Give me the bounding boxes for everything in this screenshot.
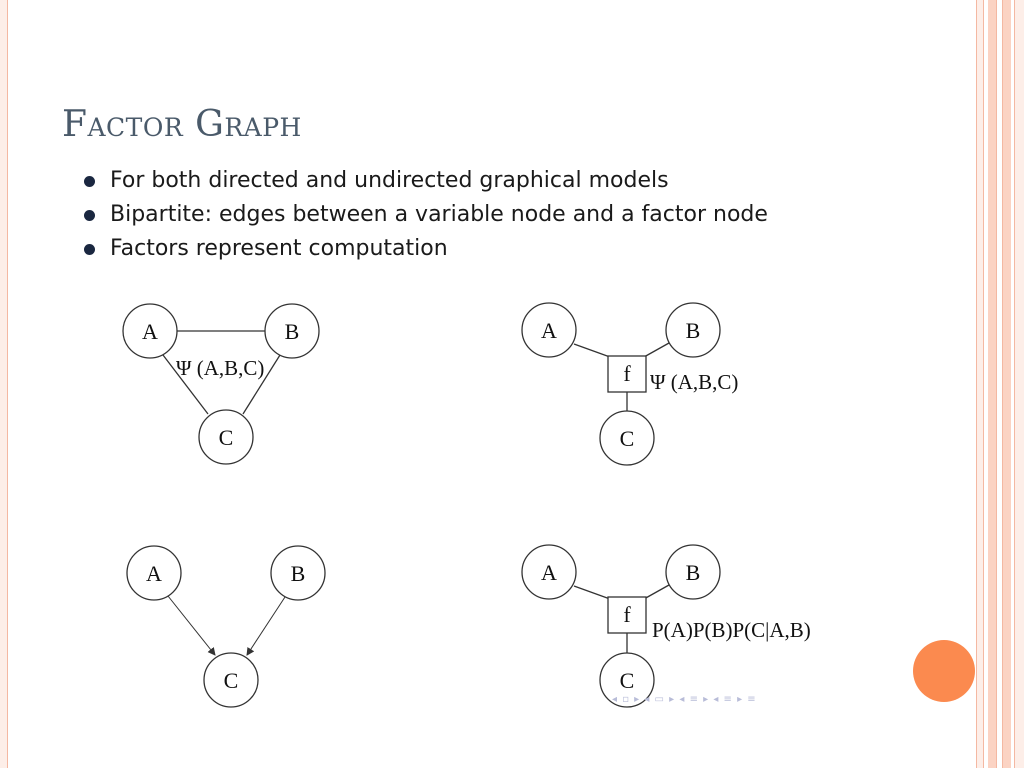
node-b	[270, 545, 326, 601]
decorative-orange-circle	[913, 640, 975, 702]
node-b-label: B	[686, 318, 701, 343]
node-a-label: A	[146, 561, 162, 586]
node-c	[599, 410, 655, 466]
beamer-navigation-icons[interactable]: ◂ ▫ ▸ ◂ ▭ ▸ ◂ ≡ ▸ ◂ ≡ ▸ ≡	[612, 694, 757, 705]
node-b-label: B	[686, 560, 701, 585]
bullet-list: For both directed and undirected graphic…	[84, 164, 768, 266]
node-b-label: B	[291, 561, 306, 586]
factor-function-label: Ψ (A,B,C)	[650, 370, 738, 394]
node-c	[599, 652, 655, 708]
node-c-label: C	[620, 668, 635, 693]
node-c-label: C	[219, 425, 234, 450]
node-b	[665, 544, 721, 600]
node-b-label: B	[285, 319, 300, 344]
node-c-label: C	[620, 426, 635, 451]
edge-a-f	[573, 343, 611, 358]
edge-b-f	[643, 342, 670, 358]
node-a-label: A	[541, 318, 557, 343]
node-a	[126, 545, 182, 601]
bullet-item: For both directed and undirected graphic…	[84, 164, 768, 198]
node-a	[521, 544, 577, 600]
bullet-dot-icon	[84, 244, 95, 255]
page-title: Factor Graph	[62, 104, 302, 145]
bullet-dot-icon	[84, 210, 95, 221]
edge-b-c	[242, 354, 281, 415]
factor-node	[607, 596, 647, 634]
factor-label: f	[623, 602, 631, 627]
node-b	[665, 302, 721, 358]
edge-a-c-arrow	[167, 595, 216, 656]
factor-graph-bottom: A B C f P(A)P(B)P(C|A,B)	[521, 544, 811, 708]
bullet-text: Bipartite: edges between a variable node…	[110, 202, 768, 227]
node-a	[122, 303, 178, 359]
bullet-item: Factors represent computation	[84, 232, 768, 266]
node-c	[198, 409, 254, 465]
bullet-item: Bipartite: edges between a variable node…	[84, 198, 768, 232]
node-c-label: C	[224, 668, 239, 693]
directed-graph: A B C	[126, 545, 326, 708]
factor-node	[607, 355, 647, 393]
bullet-text: For both directed and undirected graphic…	[110, 168, 669, 193]
node-a-label: A	[142, 319, 158, 344]
edge-b-f	[643, 584, 670, 600]
factor-function-label: P(A)P(B)P(C|A,B)	[652, 618, 811, 642]
node-c	[203, 652, 259, 708]
edge-b-c-arrow	[246, 596, 286, 656]
node-a-label: A	[541, 560, 557, 585]
edge-a-f	[573, 585, 611, 600]
bullet-dot-icon	[84, 176, 95, 187]
undirected-graph: A B C Ψ (A,B,C)	[122, 303, 320, 465]
left-frame-border	[0, 0, 8, 768]
edge-a-c	[162, 354, 209, 415]
node-b	[264, 303, 320, 359]
node-a	[521, 302, 577, 358]
potential-label: Ψ (A,B,C)	[176, 356, 264, 380]
bullet-text: Factors represent computation	[110, 236, 448, 261]
right-frame-stripes	[976, 0, 1024, 768]
factor-graph-top: A B C f Ψ (A,B,C)	[521, 302, 738, 466]
factor-label: f	[623, 361, 631, 386]
